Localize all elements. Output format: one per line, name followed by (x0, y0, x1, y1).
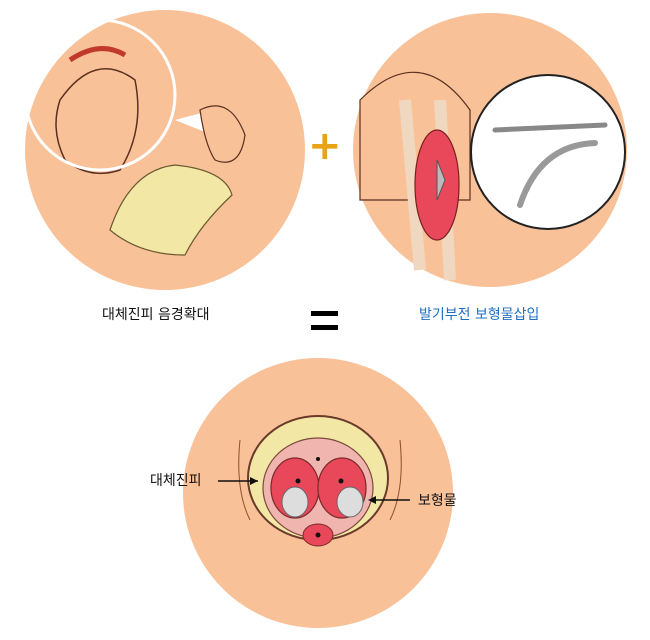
plus-sign: + (308, 123, 342, 169)
equals-sign (311, 308, 338, 330)
implant-illustration (353, 13, 627, 287)
dermal-graft-label: 대체진피 (150, 473, 202, 489)
dermal-graft-caption: 대체진피 음경확대 (102, 307, 210, 323)
cross-section-illustration (183, 358, 453, 628)
dermal-graft-illustration (23, 10, 305, 290)
implant-caption: 발기부전 보형물삽입 (419, 307, 540, 323)
implant-label: 보형물 (418, 493, 457, 509)
